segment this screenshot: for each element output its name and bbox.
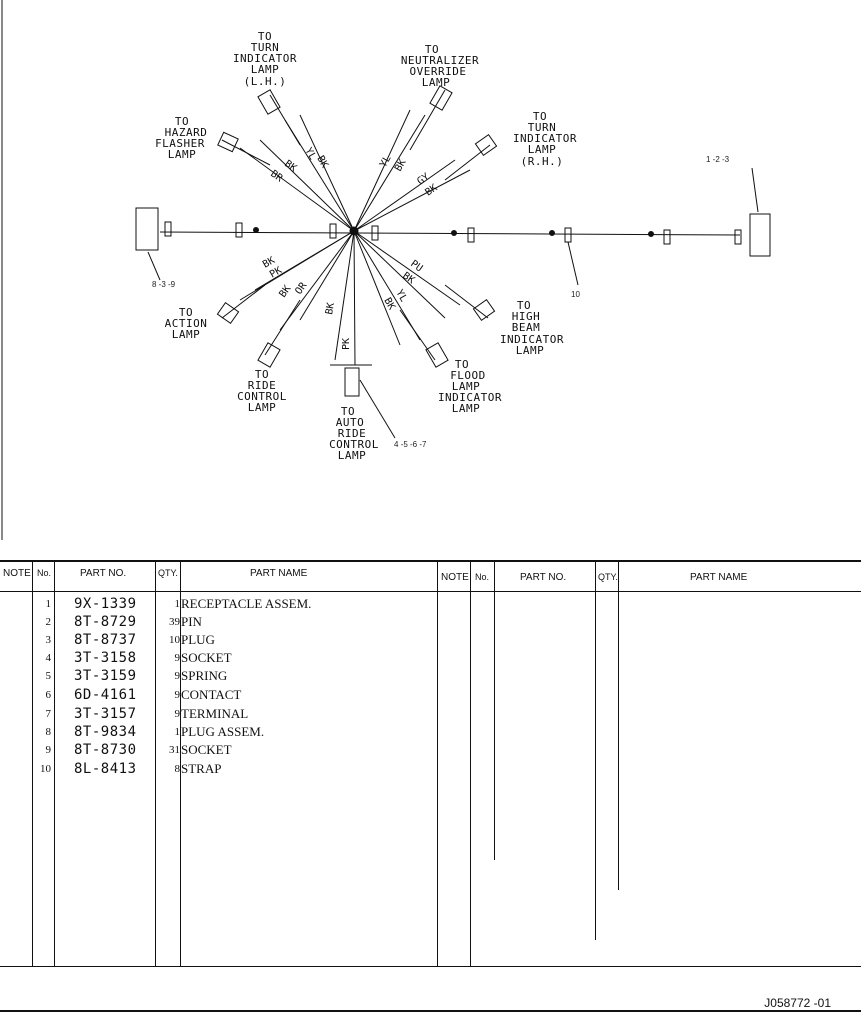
svg-text:LAMP: LAMP [422,76,451,89]
right-receptacle [749,213,771,257]
label-ride: TO RIDE CONTROL LAMP [237,368,287,414]
label-turn-rh: TO TURN INDICATOR LAMP (R.H.) [513,110,577,168]
svg-text:ACTION: ACTION [165,317,208,330]
svg-text:NEUTRALIZER: NEUTRALIZER [401,54,479,67]
socket-high-beam [444,284,496,322]
label-auto-ride: TO AUTO RIDE CONTROL LAMP [329,405,379,462]
svg-text:HIGH: HIGH [512,310,541,323]
wiring-harness-diagram: TO TURN INDICATOR LAMP (L.H.) TO NEUTRAL… [1,0,771,540]
svg-text:(L.H.): (L.H.) [244,75,287,88]
svg-text:TO: TO [517,299,531,312]
svg-text:CONTROL: CONTROL [329,438,379,451]
svg-text:BK: BK [381,296,397,312]
svg-text:YL: YL [393,288,409,304]
svg-text:LAMP: LAMP [516,344,545,357]
svg-text:CONTROL: CONTROL [237,390,287,403]
label-high-beam: TO HIGH BEAM INDICATOR LAMP [500,299,564,357]
svg-text:TO: TO [425,43,439,56]
svg-text:PK: PK [268,265,284,281]
svg-text:INDICATOR: INDICATOR [233,52,297,65]
label-flood: TO FLOOD LAMP INDICATOR LAMP [438,358,502,415]
svg-text:BK: BK [324,302,337,316]
socket-turn-lh [257,89,301,146]
svg-text:TO: TO [533,110,547,123]
svg-text:PU: PU [408,258,424,274]
socket-ride [257,299,301,368]
svg-text:INDICATOR: INDICATOR [513,132,577,145]
svg-text:TO: TO [455,358,469,371]
header-part-name-right: PART NAME [690,572,748,583]
svg-text:(R.H.): (R.H.) [521,155,564,168]
svg-text:TURN: TURN [251,41,280,54]
svg-text:LAMP: LAMP [248,401,277,414]
callout-1-2-3: 1 -2 -3 [706,155,730,164]
header-part-name: PART NAME [250,568,308,579]
svg-text:OVERRIDE: OVERRIDE [410,65,467,78]
callout-8-3-9: 8 -3 -9 [152,280,176,289]
svg-text:BK: BK [423,183,439,199]
label-hazard: TO HAZARD FLASHER LAMP [155,115,207,161]
svg-text:FLOOD: FLOOD [450,369,486,382]
svg-text:BEAM: BEAM [512,321,541,334]
socket-flood [399,309,449,368]
svg-text:LAMP: LAMP [452,402,481,415]
header-part-no: PART NO. [80,568,127,579]
header-no-right: No. [475,572,490,582]
socket-hazard [217,131,271,166]
label-action: TO ACTION LAMP [165,306,208,341]
header-qty-right: QTY. [598,572,618,582]
svg-text:RIDE: RIDE [248,379,277,392]
svg-text:TURN: TURN [528,121,557,134]
svg-text:TO: TO [175,115,189,128]
svg-text:TO: TO [258,30,272,43]
svg-text:BK: BK [314,154,330,170]
svg-text:YL: YL [378,154,394,170]
header-note: NOTE [3,568,31,579]
left-receptacle [135,207,159,251]
svg-text:FLASHER: FLASHER [155,137,205,150]
callout-10: 10 [571,290,580,299]
svg-text:BK: BK [277,284,293,300]
svg-text:TO: TO [255,368,269,381]
socket-turn-rh [444,133,498,181]
svg-text:INDICATOR: INDICATOR [500,333,564,346]
svg-text:AUTO: AUTO [336,416,365,429]
header-qty: QTY. [158,568,178,578]
svg-text:PK: PK [341,338,352,350]
svg-text:LAMP: LAMP [251,63,280,76]
header-part-no-right: PART NO. [520,572,567,583]
socket-action [216,284,266,325]
svg-text:LAMP: LAMP [168,148,197,161]
svg-text:TO: TO [341,405,355,418]
callout-4-5-6-7: 4 -5 -6 -7 [394,440,427,449]
header-note-right: NOTE [441,572,469,583]
svg-text:LAMP: LAMP [172,328,201,341]
svg-text:BK: BK [282,158,298,174]
svg-text:HAZARD: HAZARD [165,126,208,139]
svg-text:BK: BK [261,255,277,271]
svg-text:YL: YL [302,146,318,162]
drawing-code: J058772 -01 [764,996,831,1010]
label-neutralizer: TO NEUTRALIZER OVERRIDE LAMP [401,43,479,89]
svg-text:TO: TO [179,306,193,319]
svg-text:INDICATOR: INDICATOR [438,391,502,404]
svg-text:LAMP: LAMP [338,449,367,462]
svg-text:LAMP: LAMP [452,380,481,393]
socket-neutralizer [409,85,453,151]
label-turn-lh: TO TURN INDICATOR LAMP (L.H.) [233,30,297,88]
svg-text:BK: BK [393,158,409,174]
socket-auto-ride [330,364,372,397]
svg-text:RIDE: RIDE [338,427,367,440]
header-no: No. [37,568,52,578]
svg-text:OR: OR [293,280,309,297]
svg-text:LAMP: LAMP [528,143,557,156]
